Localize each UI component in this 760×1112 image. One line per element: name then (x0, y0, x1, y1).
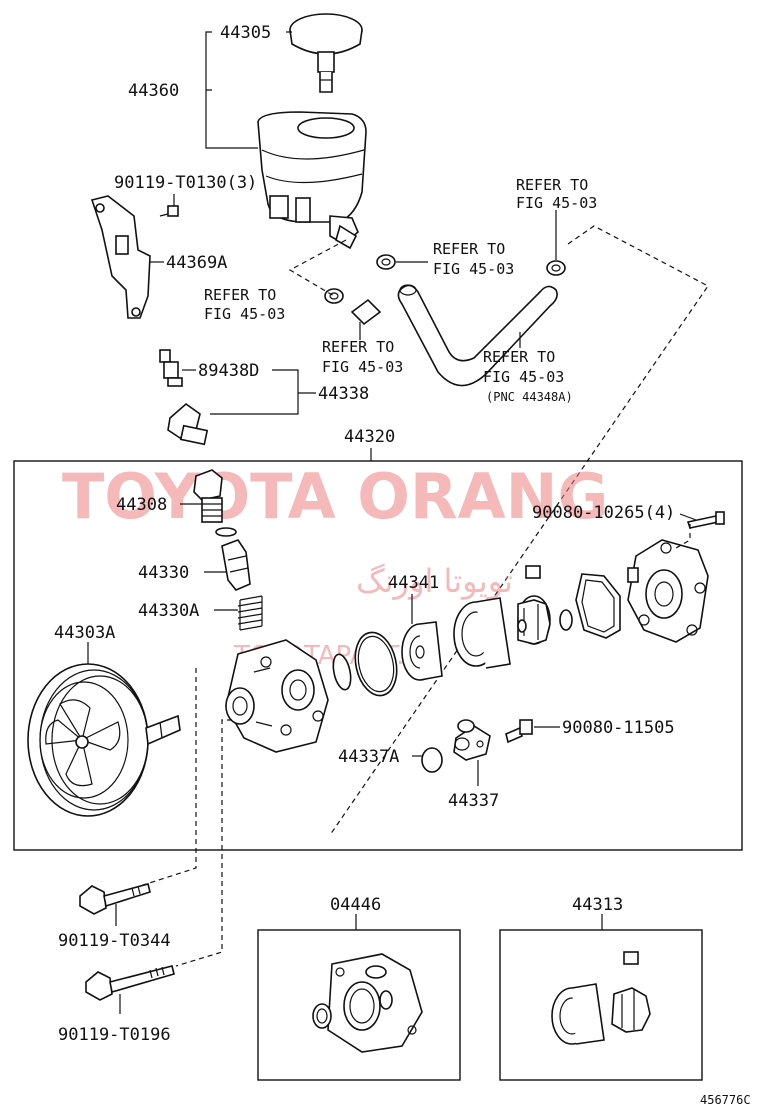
bracket-bolt (159, 205, 179, 217)
port-bolt (505, 719, 533, 744)
label-shaft[interactable]: 44341 (388, 573, 439, 593)
pump-body (225, 639, 329, 753)
label-valve[interactable]: 44330 (138, 563, 189, 583)
reservoir-bracket (90, 195, 151, 319)
cover-bolt (686, 511, 725, 529)
ref-clamp-mid-line2[interactable]: FIG 45-03 (433, 260, 514, 278)
oring-small (332, 653, 352, 691)
rear-cover (627, 539, 709, 643)
label-reservoir[interactable]: 44360 (128, 81, 179, 101)
label-plug[interactable]: 44308 (116, 495, 167, 515)
label-oring[interactable]: 44337A (338, 747, 399, 767)
mounting-bolt-a (79, 883, 151, 915)
hose-clamp-top (546, 260, 566, 276)
valve-spring (237, 595, 263, 631)
ref-hose-small-line1: REFER TO (322, 338, 394, 356)
ref-hose-big-line2[interactable]: FIG 45-03 (483, 368, 564, 386)
pin (525, 565, 541, 579)
label-sensor[interactable]: 89438D (198, 361, 259, 381)
label-pump-assy[interactable]: 44320 (344, 427, 395, 447)
label-spring[interactable]: 44330A (138, 601, 199, 621)
ref-hose-big-pnc: (PNC 44348A) (486, 390, 573, 404)
label-cover-bolt[interactable]: 90080-10265(4) (532, 503, 675, 523)
rotor (517, 595, 551, 645)
label-bolt-bracket[interactable]: 90119-T0130(3) (114, 173, 257, 193)
ref-clamp-left-line2[interactable]: FIG 45-03 (204, 305, 285, 323)
ref-clamp-top-line2[interactable]: FIG 45-03 (516, 194, 597, 212)
label-suction-port[interactable]: 44337 (448, 791, 499, 811)
oring-large (354, 631, 398, 697)
snap-ring (559, 609, 573, 631)
watermark-main: TOYOTA ORANG (62, 460, 608, 533)
cartridge-kit-parts (551, 951, 651, 1045)
ref-clamp-left-line1: REFER TO (204, 286, 276, 304)
pressure-sensor (159, 349, 183, 387)
ref-hose-small-line2[interactable]: FIG 45-03 (322, 358, 403, 376)
label-union[interactable]: 44338 (318, 384, 369, 404)
reservoir-cap (289, 13, 363, 93)
label-pulley[interactable]: 44303A (54, 623, 115, 643)
suction-port (453, 719, 491, 761)
label-cap[interactable]: 44305 (220, 23, 271, 43)
flow-control-valve (221, 539, 251, 591)
label-gasket-kit[interactable]: 04446 (330, 895, 381, 915)
label-cartridge-kit[interactable]: 44313 (572, 895, 623, 915)
gasket-kit-parts (312, 953, 423, 1053)
label-bolt-b[interactable]: 90119-T0196 (58, 1025, 171, 1045)
label-bolt-a[interactable]: 90119-T0344 (58, 931, 171, 951)
hose-clamp-left (324, 288, 344, 304)
ref-clamp-top-line1: REFER TO (516, 176, 588, 194)
figure-id: 456776C (700, 1093, 751, 1107)
label-bracket[interactable]: 44369A (166, 253, 227, 273)
pump-assembly-frame (13, 460, 743, 851)
ref-hose-big-line1: REFER TO (483, 348, 555, 366)
hose-clamp-mid (376, 254, 396, 270)
suction-oring (421, 747, 443, 773)
watermark-arabic: تویوتا اورنگ (356, 562, 513, 600)
pump-shaft-bearing (401, 621, 443, 681)
pulley (27, 663, 181, 817)
cam-ring (453, 597, 511, 669)
mounting-bolt-b (85, 965, 175, 1001)
gasket-kit-frame (257, 929, 461, 1081)
small-hose (350, 298, 382, 326)
return-hose (397, 284, 558, 387)
plug (193, 469, 237, 537)
cartridge-kit-frame (499, 929, 703, 1081)
union-fitting (167, 402, 209, 446)
reservoir-tank (257, 111, 367, 250)
label-port-bolt[interactable]: 90080-11505 (562, 718, 675, 738)
cover-gasket (575, 573, 621, 639)
ref-clamp-mid-line1: REFER TO (433, 240, 505, 258)
